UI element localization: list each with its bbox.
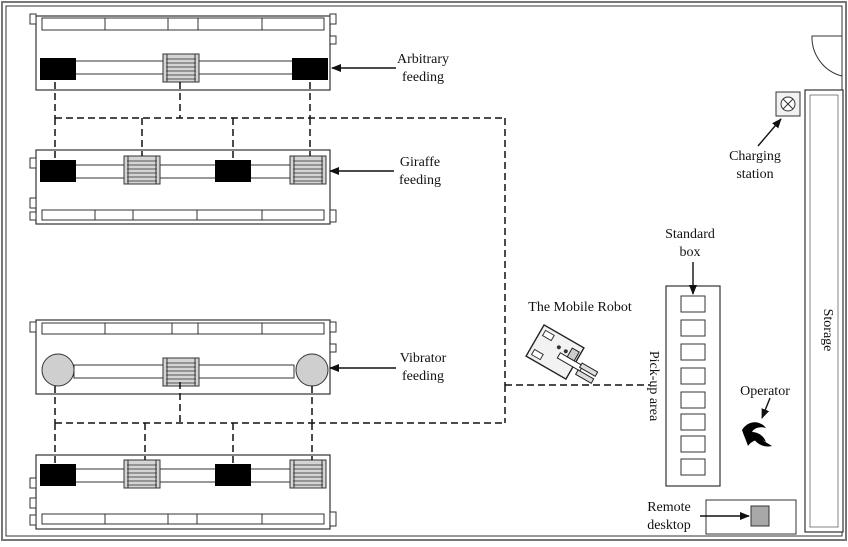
charging-station [775, 91, 801, 117]
robot-path-network [54, 82, 650, 464]
feeder-block-left [40, 58, 76, 80]
conveyor-vibrator-feeding [29, 319, 337, 395]
arrow-operator [761, 397, 771, 419]
feeder-block-left [40, 160, 76, 182]
conveyor-arbitrary-feeding [29, 13, 337, 91]
label-charging-line1: Charging [729, 149, 781, 164]
label-standard-line1: Standard [665, 227, 715, 242]
mobile-robot-icon [525, 323, 599, 384]
door-swing [811, 35, 843, 77]
label-remote-line2: desktop [647, 518, 691, 533]
label-remote-line1: Remote [647, 500, 691, 515]
storage-rack [804, 89, 844, 533]
operator-figure-icon [742, 422, 772, 447]
label-operator: Operator [740, 384, 790, 399]
standard-box-slot [680, 413, 706, 431]
conveyor-giraffe-feeding [29, 149, 337, 225]
vibrator-bowl-right [295, 353, 329, 387]
pickup-area [665, 285, 721, 487]
feeder-block-middle [215, 464, 251, 486]
arrow-charging [757, 118, 782, 147]
label-giraffe-line1: Giraffe [400, 155, 440, 170]
label-giraffe-line2: feeding [399, 173, 441, 188]
label-storage: Storage [820, 309, 835, 352]
feeder-block-middle [215, 160, 251, 182]
label-vibrator-line2: feeding [402, 369, 444, 384]
feeder-block-right [292, 58, 328, 80]
roller-unit [123, 155, 161, 185]
roller-unit [162, 357, 200, 387]
label-mobile-robot: The Mobile Robot [528, 300, 632, 315]
vibrator-bowl-left [41, 353, 75, 387]
standard-box-slot [680, 295, 706, 313]
conveyor-bottom [29, 454, 337, 530]
label-arbitrary-line1: Arbitrary [397, 52, 449, 67]
feeder-block-left [40, 464, 76, 486]
roller-unit [289, 155, 327, 185]
standard-box-slot [680, 435, 706, 453]
label-charging-line2: station [736, 167, 773, 182]
standard-box-slot [680, 343, 706, 361]
label-pickup-area: Pick-up area [646, 351, 661, 422]
standard-box-slot [680, 319, 706, 337]
roller-unit [162, 53, 200, 83]
label-standard-line2: box [680, 245, 701, 260]
roller-unit [123, 459, 161, 489]
roller-unit [289, 459, 327, 489]
label-vibrator-line1: Vibrator [400, 351, 447, 366]
circle-x-icon [780, 96, 796, 112]
standard-box-slot [680, 458, 706, 476]
standard-box-slot [680, 391, 706, 409]
standard-box-slot [680, 367, 706, 385]
remote-desktop-monitor [750, 505, 770, 527]
label-arbitrary-line2: feeding [402, 70, 444, 85]
